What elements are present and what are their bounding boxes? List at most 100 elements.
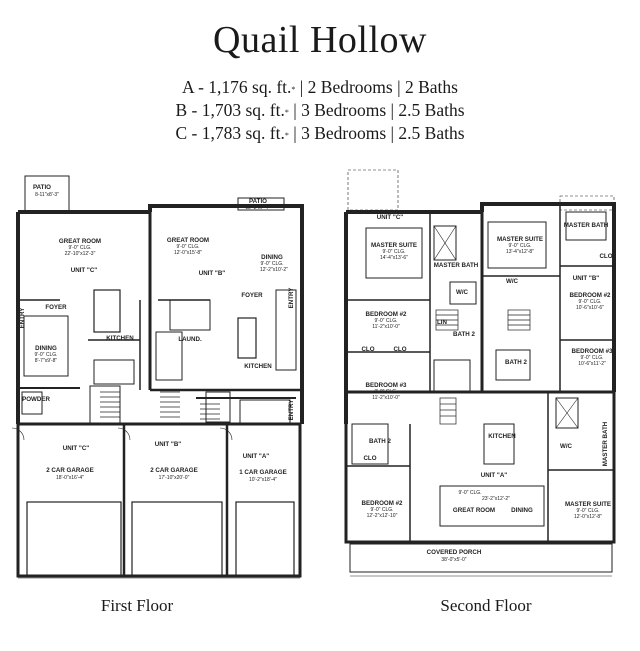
- bedroom3-c-ceil: 9'-0" CLG.: [374, 389, 397, 395]
- unit-line-c: C - 1,783 sq. ft.* | 3 Bedrooms | 2.5 Ba…: [175, 123, 465, 143]
- upper-unit-a-label: UNIT "A": [481, 472, 508, 479]
- unit-c-label: UNIT "C": [71, 267, 98, 274]
- master-suite-c-ceil: 9'-0" CLG.: [382, 249, 405, 255]
- dining-c-dim: 8'-7"x9'-8": [35, 358, 58, 364]
- patio-b-label: PATIO: [249, 198, 267, 205]
- great-room-b-label: GREAT ROOM: [167, 237, 209, 244]
- unit-summary: A - 1,176 sq. ft.* | 2 Bedrooms | 2 Bath…: [0, 76, 640, 145]
- entry-b-label: ENTRY: [288, 287, 295, 309]
- bedroom3-b-ceil: 9'-0" CLG.: [580, 355, 603, 361]
- garage-door-b: [131, 501, 223, 577]
- master-suite-b-ceil: 9'-0" CLG.: [508, 243, 531, 249]
- master-suite-a-label: MASTER SUITE: [565, 501, 611, 508]
- bedroom2-b-label: BEDROOM #2: [570, 292, 611, 299]
- master-suite-b-label: MASTER SUITE: [497, 236, 543, 243]
- dining-c-label: DINING: [35, 345, 57, 352]
- powder-c-label: POWDER: [22, 396, 50, 403]
- master-bath-b-label: MASTER BATH: [564, 222, 609, 229]
- master-suite-b-dim: 13'-4"x12'-8": [506, 249, 534, 255]
- garage-door-c: [26, 501, 122, 577]
- bedroom3-c-dim: 11'-2"x10'-0": [372, 395, 400, 401]
- master-suite-a-dim: 12'-0"x12'-8": [574, 514, 602, 520]
- patio-b-dim: 12'-2"x7'-7": [245, 205, 270, 211]
- bedroom2-b-ceil: 9'-0" CLG.: [578, 299, 601, 305]
- bath2-c-label: BATH 2: [453, 331, 475, 338]
- covered-porch-label: COVERED PORCH: [427, 549, 482, 556]
- bedroom2-a-ceil: 9'-0" CLG.: [370, 507, 393, 513]
- unit-a-great-room-rug: [439, 485, 545, 527]
- patio-c-label: PATIO: [33, 184, 51, 191]
- great-room-b-dim: 12'-0"x15'-8": [174, 250, 202, 256]
- garage-c-dim: 18'-0"x16'-4": [56, 475, 84, 481]
- garage-a-name: 1 CAR GARAGE: [239, 469, 286, 476]
- dining-c-ceil: 9'-0" CLG.: [34, 352, 57, 358]
- kitchen-b-label: KITCHEN: [244, 363, 272, 370]
- foyer-b-label: FOYER: [241, 292, 263, 299]
- master-suite-c-dim: 14'-4"x13'-6": [380, 255, 408, 261]
- bath2-b-label: BATH 2: [505, 359, 527, 366]
- dining-a-label: DINING: [511, 507, 533, 514]
- clo-c1-label: CLO: [361, 346, 374, 353]
- wic-b-label: W/C: [506, 278, 519, 285]
- stairs-second-floor: [435, 309, 531, 425]
- bedroom2-c-ceil: 9'-0" CLG.: [374, 318, 397, 324]
- stairs-first-floor: [100, 391, 220, 420]
- covered-porch-dim: 38'-0"x5'-0": [441, 557, 466, 563]
- bath2-a-label: BATH 2: [369, 438, 391, 445]
- dining-b-ceil: 9'-0" CLG.: [260, 261, 283, 267]
- bedroom2-c-label: BEDROOM #2: [366, 311, 407, 318]
- bedroom3-b-label: BEDROOM #3: [572, 348, 613, 355]
- unit-a-outline: [344, 390, 616, 544]
- dining-b-label: DINING: [261, 254, 283, 261]
- foyer-c-label: FOYER: [45, 304, 67, 311]
- patio-c-roof: [347, 169, 399, 211]
- first-floor-labels: PATIO 8-11"x8'-3" PATIO 12'-2"x7'-7" GRE…: [22, 184, 288, 483]
- great-room-c-ceil: 9'-0" CLG.: [68, 245, 91, 251]
- covered-porch-outline: [349, 543, 613, 573]
- great-room-a-label: GREAT ROOM: [453, 507, 495, 514]
- bedroom3-b-dim: 10'-6"x11'-2": [578, 361, 606, 367]
- first-floor-caption: First Floor: [100, 596, 174, 615]
- garage-b-name: 2 CAR GARAGE: [150, 467, 197, 474]
- master-bath-a-label: MASTER BATH: [602, 421, 609, 466]
- second-floor-plan: [344, 169, 616, 577]
- dining-b-dim: 12'-2"x10'-2": [260, 267, 288, 273]
- master-suite-c-label: MASTER SUITE: [371, 242, 417, 249]
- great-room-c-label: GREAT ROOM: [59, 238, 101, 245]
- clo-a-label: CLO: [363, 455, 376, 462]
- great-room-a-ceil: 9'-0" CLG.: [458, 490, 481, 496]
- garage-c-unit: UNIT "C": [63, 445, 90, 452]
- master-suite-a-ceil: 9'-0" CLG.: [576, 508, 599, 514]
- kitchen-a-label: KITCHEN: [488, 433, 516, 440]
- great-room-a-dim: 23'-2"x12'-2": [482, 496, 510, 502]
- patio-c-dim: 8-11"x8'-3": [35, 192, 59, 198]
- garage-a-dim: 10'-2"x18'-4": [249, 477, 277, 483]
- entry-a-label: ENTRY: [288, 399, 295, 421]
- garage-c-name: 2 CAR GARAGE: [46, 467, 93, 474]
- unit-line-b: B - 1,703 sq. ft.* | 3 Bedrooms | 2.5 Ba…: [175, 100, 465, 120]
- lin-c-label: LIN: [437, 319, 447, 326]
- entry-labels: ENTRY ENTRY ENTRY: [19, 287, 295, 421]
- bedroom2-a-label: BEDROOM #2: [362, 500, 403, 507]
- wic-a-label: W/C: [560, 443, 573, 450]
- garage-door-a: [235, 501, 295, 577]
- garage-b-dim: 17'-10"x20'-0": [159, 475, 190, 481]
- page-title: Quail Hollow: [213, 19, 427, 61]
- clo-c2-label: CLO: [393, 346, 406, 353]
- laundry-label: LAUND.: [178, 336, 202, 343]
- bedroom3-c-label: BEDROOM #3: [366, 382, 407, 389]
- master-bath-c-label: MASTER BATH: [434, 262, 479, 269]
- upper-unit-b-label: UNIT "B": [573, 275, 600, 282]
- first-floor-plan: [11, 175, 304, 579]
- bedroom2-a-dim: 12'-2"x12'-10": [367, 513, 398, 519]
- great-room-b-ceil: 9'-0" CLG.: [176, 244, 199, 250]
- upper-unit-c-label: UNIT "C": [377, 214, 404, 221]
- clo-b-label: CLO: [599, 253, 612, 260]
- entry-c-label: ENTRY: [19, 307, 26, 329]
- bedroom2-b-dim: 10'-6"x10'-6": [576, 305, 604, 311]
- unit-b-label: UNIT "B": [199, 270, 226, 277]
- great-room-c-dim: 22'-10"x12'-3": [65, 251, 96, 257]
- wic-c-label: W/C: [456, 289, 469, 296]
- bedroom2-c-dim: 11'-2"x10'-0": [372, 324, 400, 330]
